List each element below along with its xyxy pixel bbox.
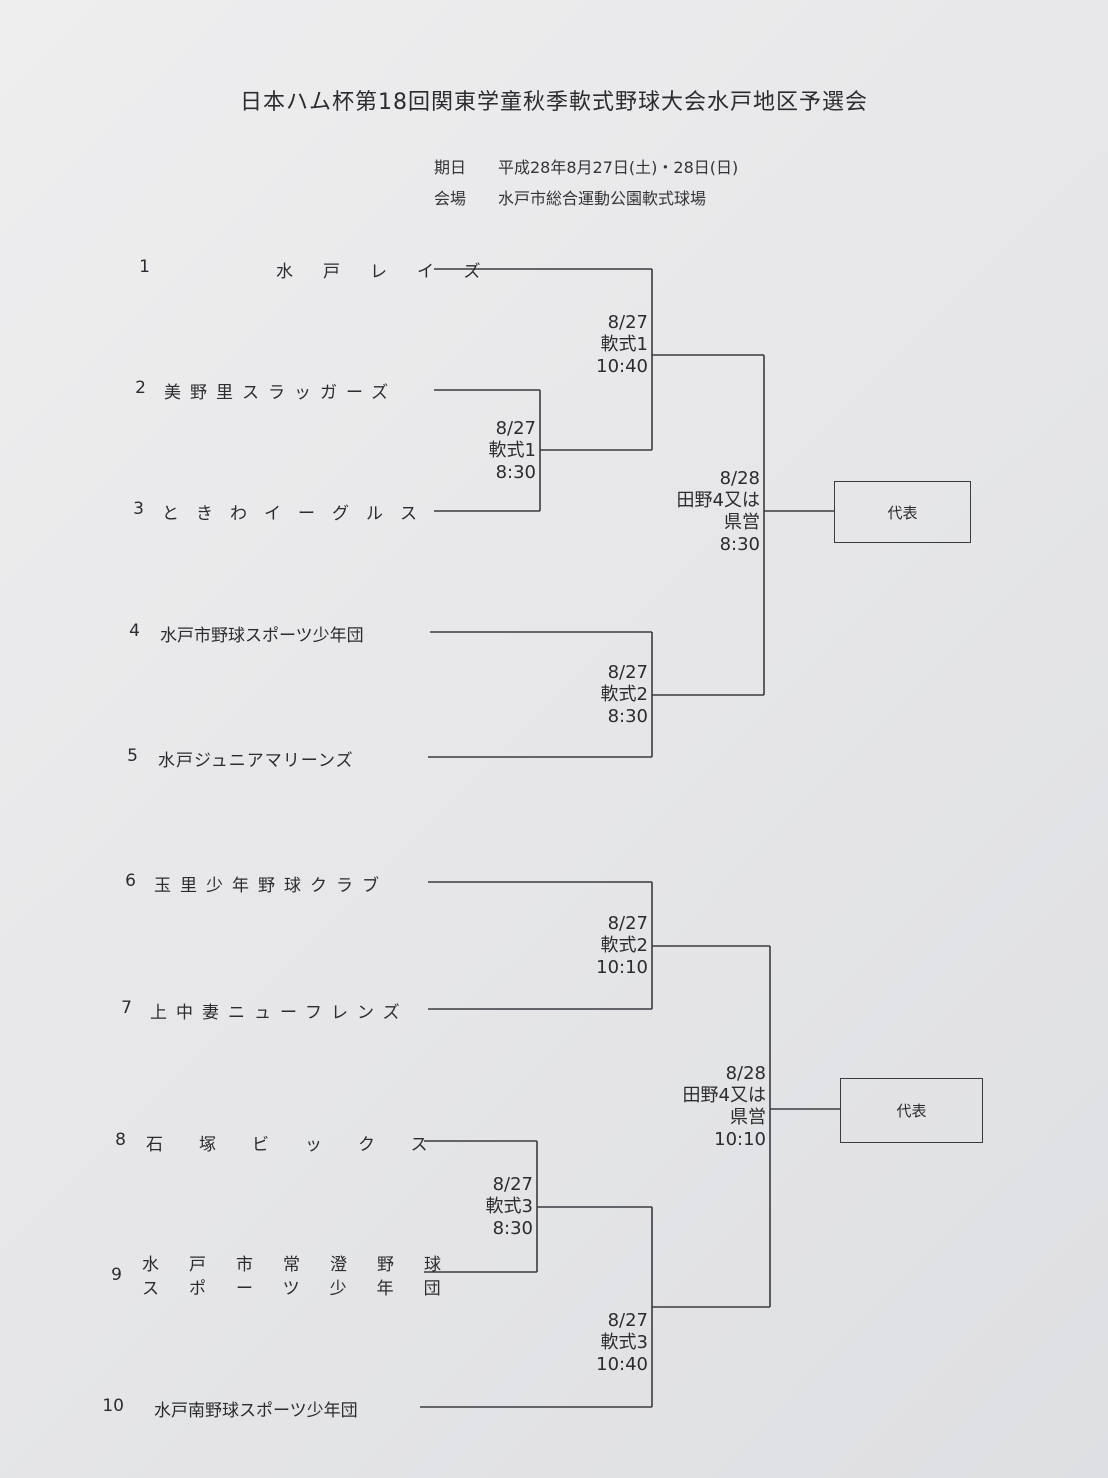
venue-label: 会場 [434, 189, 467, 208]
match-field-2: 県営 [724, 512, 760, 533]
match-field: 軟式1 [488, 440, 536, 461]
team-name: 水戸南野球スポーツ少年団 [154, 1401, 358, 1421]
representative-label: 代表 [887, 503, 918, 522]
match-date: 8/27 [607, 662, 648, 683]
match-time: 10:40 [596, 1354, 648, 1375]
match-date: 8/28 [725, 1063, 766, 1084]
date-value: 平成28年8月27日(土)・28日(日) [498, 158, 739, 177]
team-number: 3 [133, 499, 144, 519]
team-number: 1 [139, 257, 150, 277]
team-name: 美野里スラッガーズ [164, 383, 398, 403]
match-field: 軟式3 [485, 1196, 533, 1217]
representative-box-upper: 代表 [834, 481, 971, 543]
team-name: 玉里少年野球クラブ [154, 876, 388, 896]
match-time: 10:40 [596, 356, 648, 377]
team-number: 7 [121, 998, 132, 1018]
match-date: 8/27 [495, 418, 536, 439]
team-number: 6 [125, 871, 136, 891]
match-field: 軟式3 [600, 1332, 648, 1353]
team-name: 石塚ビックス [146, 1135, 464, 1155]
match-date: 8/27 [492, 1174, 533, 1195]
page-title: 日本ハム杯第18回関東学童秋季軟式野球大会水戸地区予選会 [240, 90, 868, 115]
match-time: 8:30 [495, 462, 536, 483]
match-field: 軟式2 [600, 684, 648, 705]
match-field: 田野4又は [682, 1085, 766, 1106]
match-info-6: 8/27 軟式3 8:30 [486, 1174, 533, 1240]
team-name-line1: 水戸市常澄野球 [142, 1255, 471, 1275]
team-number: 2 [135, 378, 146, 398]
match-time: 10:10 [596, 957, 648, 978]
representative-box-lower: 代表 [840, 1078, 983, 1143]
match-date: 8/28 [719, 468, 760, 489]
schedule-date: 期日 平成28年8月27日(土)・28日(日) [434, 154, 738, 178]
team-number: 8 [115, 1130, 126, 1150]
match-time: 8:30 [492, 1218, 533, 1239]
match-info-7: 8/27 軟式3 10:40 [596, 1310, 648, 1376]
team-number: 5 [127, 746, 138, 766]
match-time: 8:30 [607, 706, 648, 727]
venue-value: 水戸市総合運動公園軟式球場 [498, 189, 707, 208]
match-date: 8/27 [607, 312, 648, 333]
schedule-venue: 会場 水戸市総合運動公園軟式球場 [434, 185, 706, 209]
team-name-line2: スポーツ少年団 [142, 1279, 471, 1299]
team-number: 10 [102, 1396, 124, 1416]
match-date: 8/27 [607, 913, 648, 934]
match-time: 10:10 [714, 1129, 766, 1150]
team-name: 水戸レイズ [276, 262, 511, 282]
match-info-2: 8/27 軟式1 10:40 [596, 312, 648, 378]
representative-label: 代表 [896, 1102, 927, 1120]
team-name: 上中妻ニューフレンズ [150, 1003, 409, 1023]
match-info-1: 8/27 軟式1 8:30 [489, 418, 536, 484]
match-field-2: 県営 [730, 1107, 766, 1128]
date-label: 期日 [434, 158, 467, 177]
team-number: 9 [111, 1265, 122, 1285]
match-date: 8/27 [607, 1310, 648, 1331]
match-field: 田野4又は [676, 490, 760, 511]
match-info-5: 8/27 軟式2 10:10 [596, 913, 648, 979]
match-time: 8:30 [719, 534, 760, 555]
match-info-8: 8/28 田野4又は 県営 10:10 [683, 1063, 766, 1151]
team-name: 水戸ジュニアマリーンズ [158, 751, 354, 771]
team-name: ときわイーグルス [162, 504, 434, 524]
match-field: 軟式2 [600, 935, 648, 956]
match-info-4: 8/28 田野4又は 県営 8:30 [677, 468, 760, 556]
team-name: 水戸市野球スポーツ少年団 [160, 626, 364, 646]
team-number: 4 [129, 621, 140, 641]
match-info-3: 8/27 軟式2 8:30 [601, 662, 648, 728]
match-field: 軟式1 [600, 334, 648, 355]
